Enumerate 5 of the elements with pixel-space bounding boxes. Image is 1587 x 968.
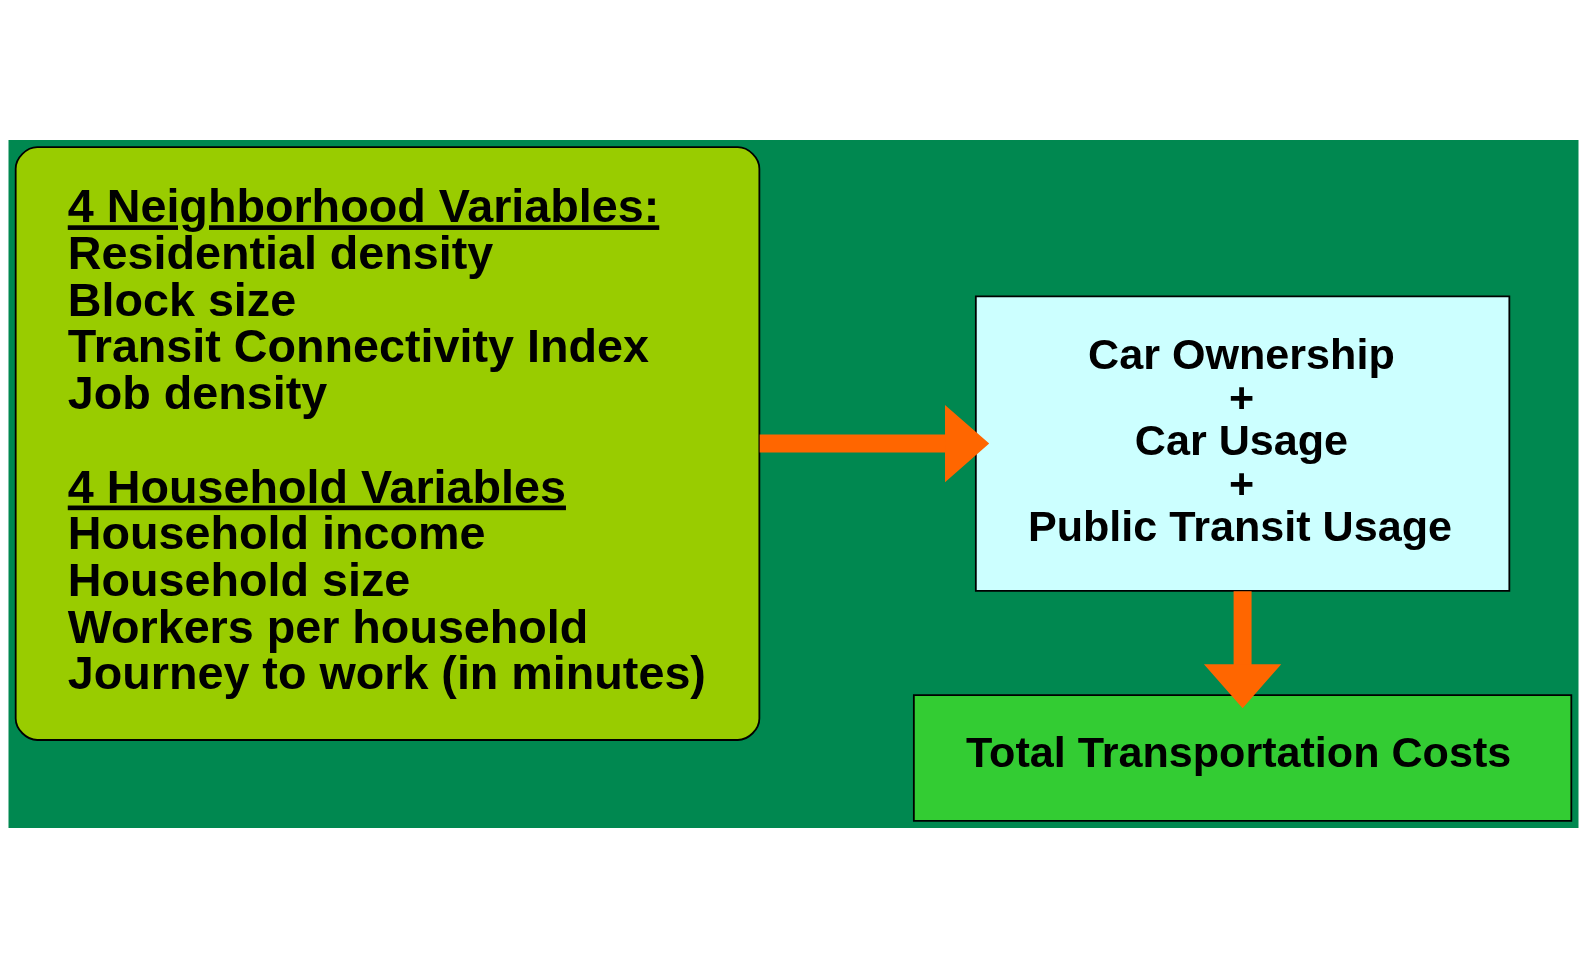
arrow (759, 404, 990, 483)
node-box: 4 Neighborhood Variables: Residential density Block size Transit Connectivity Index Job density 4 Household Variables Household income Household size Workers per household Journey to work (in minutes) (14, 146, 761, 741)
arrow (1203, 591, 1282, 709)
node-box: Total Transportation Costs (912, 694, 1573, 822)
node-box: Car Ownership + Car Usage + Public Transit Usage (974, 295, 1511, 592)
